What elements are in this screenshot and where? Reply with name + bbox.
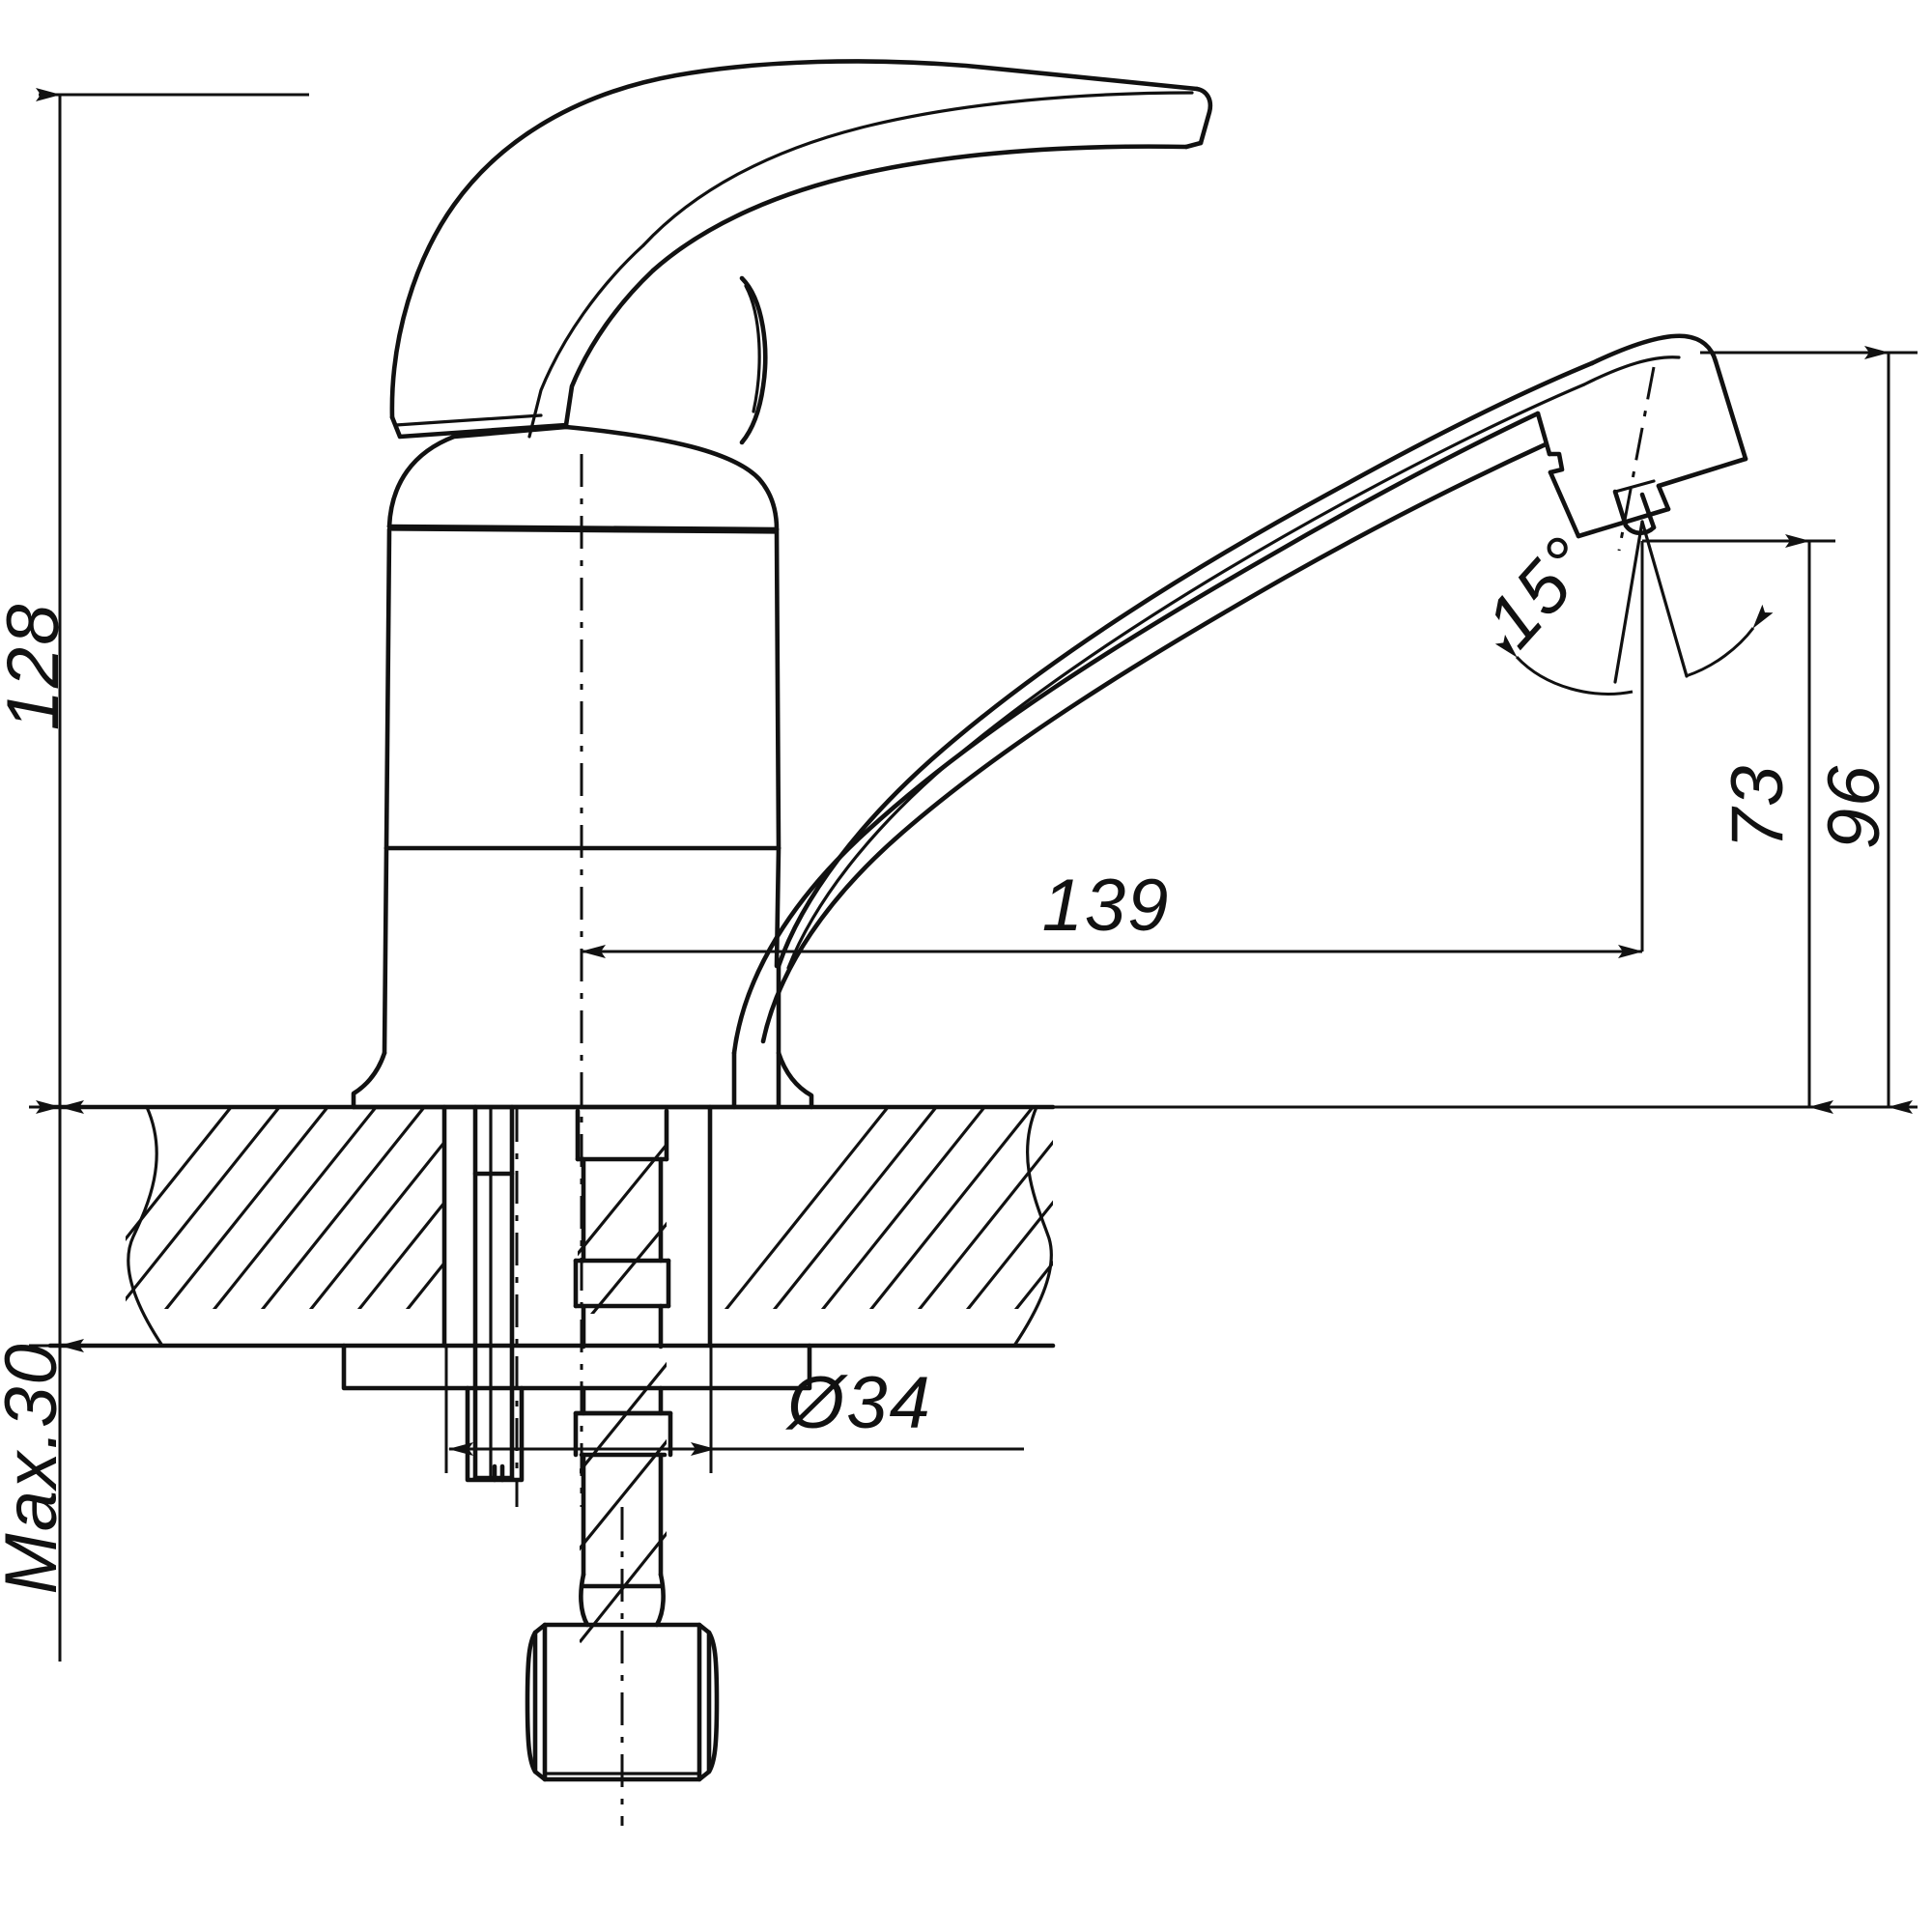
hatch-left [126,1106,444,1309]
mounting-washer-plate [341,1343,812,1391]
dimension-label-96: 96 [1813,764,1895,850]
dimension-label-max30: Max.30 [0,1342,72,1594]
dimension-label-diameter-34: Ø34 [784,1362,932,1444]
aerator-outlet [1535,358,1748,684]
dimension-height-128 [36,88,309,1114]
countertop-section [47,1104,1056,1349]
dimension-angle-15 [1494,604,1774,696]
supply-tube [465,1104,525,1483]
dimension-reach-139 [581,541,1644,958]
dimension-label-139: 139 [1042,865,1171,947]
hatch-right [710,1106,1053,1309]
dimension-label-73: 73 [1717,764,1799,850]
dimension-outlet-73 [1053,534,1835,1114]
swivel-spout [731,333,1719,1110]
lever-handle [389,59,1213,445]
dimension-spout-96 [1700,346,1918,1114]
dimension-label-128: 128 [0,603,74,731]
dimension-max30 [29,1100,116,1662]
dimension-hole-diameter-34 [444,1346,1024,1473]
hatch-stud-upper [578,1143,667,1314]
